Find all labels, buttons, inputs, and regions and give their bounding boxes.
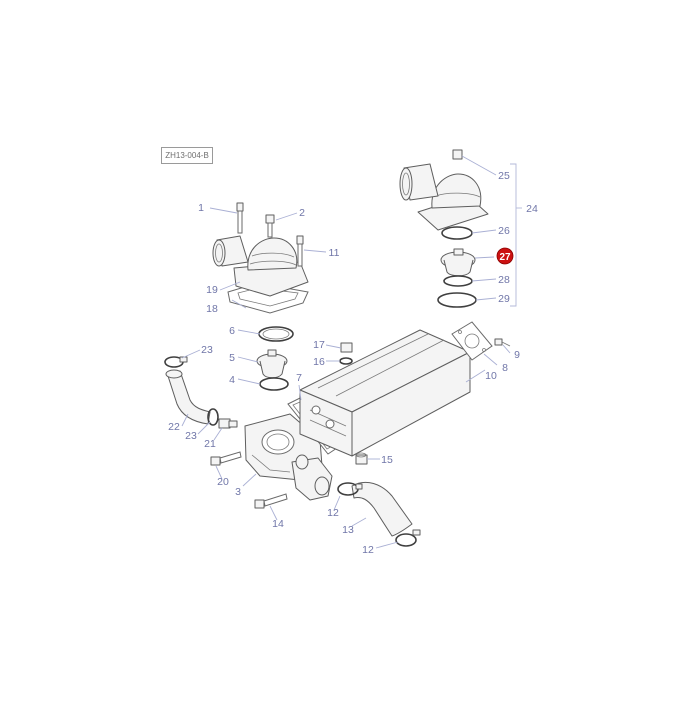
callout-labels: 1 2 11 19 18 6 5 4 23 22 23 21 20 3 14 7… — [168, 170, 538, 556]
callout-5: 5 — [229, 352, 235, 364]
hose-22 — [165, 369, 211, 425]
snap-ring-29 — [437, 292, 477, 308]
callout-21: 21 — [204, 438, 216, 450]
callout-27: 27 — [499, 252, 511, 263]
thermostat-housing-left — [212, 202, 309, 314]
callout-16: 16 — [313, 356, 325, 368]
thermostat-27 — [440, 248, 476, 277]
thermostat-housing-right — [399, 149, 489, 231]
callout-25: 25 — [498, 170, 510, 182]
callout-2: 2 — [299, 207, 305, 219]
callout-26: 26 — [498, 225, 510, 237]
callout-12-top: 12 — [327, 507, 339, 519]
callout-20: 20 — [217, 476, 229, 488]
diagram-reference-code: ZH13-004-B — [161, 147, 213, 164]
hose-clamp-12-bottom — [395, 529, 421, 547]
hose-clamp-12-top — [337, 482, 363, 496]
o-ring-4 — [259, 377, 289, 391]
callout-14: 14 — [272, 518, 284, 530]
callout-15: 15 — [381, 454, 393, 466]
callout-29: 29 — [498, 293, 510, 305]
callout-7: 7 — [296, 372, 302, 384]
fitting-21 — [218, 418, 238, 429]
screw-9 — [494, 338, 511, 347]
o-ring-26 — [441, 226, 473, 240]
callout-24: 24 — [526, 203, 538, 215]
callout-6: 6 — [229, 325, 235, 337]
callout-10: 10 — [485, 370, 497, 382]
callout-12-bottom: 12 — [362, 544, 374, 556]
thermostat-5 — [256, 349, 288, 379]
callout-28: 28 — [498, 274, 510, 286]
bolt-20 — [210, 451, 242, 466]
callout-27-highlight: 27 — [496, 247, 514, 265]
callout-13: 13 — [342, 524, 354, 536]
hose-13 — [351, 481, 413, 537]
plug-15 — [355, 452, 368, 465]
gasket-8 — [451, 321, 493, 361]
callout-17: 17 — [313, 339, 325, 351]
callout-3: 3 — [235, 486, 241, 498]
snap-ring-6 — [258, 326, 294, 342]
leader-lines — [181, 155, 522, 549]
callout-23-bottom: 23 — [185, 430, 197, 442]
callout-22: 22 — [168, 421, 180, 433]
hose-clamp-23-bottom — [207, 408, 219, 426]
hose-clamp-23-top — [164, 356, 188, 368]
callout-1: 1 — [198, 202, 204, 214]
callout-19: 19 — [206, 284, 218, 296]
plug-17-washer-16 — [339, 342, 353, 365]
bolt-14 — [254, 493, 288, 509]
callout-11: 11 — [329, 247, 340, 259]
callout-9: 9 — [514, 349, 520, 361]
callout-18: 18 — [206, 303, 218, 315]
callout-4: 4 — [229, 374, 235, 386]
callout-23-top: 23 — [201, 344, 213, 356]
callout-8: 8 — [502, 362, 508, 374]
o-ring-28 — [443, 275, 473, 287]
cooler-block-10 — [299, 329, 471, 457]
